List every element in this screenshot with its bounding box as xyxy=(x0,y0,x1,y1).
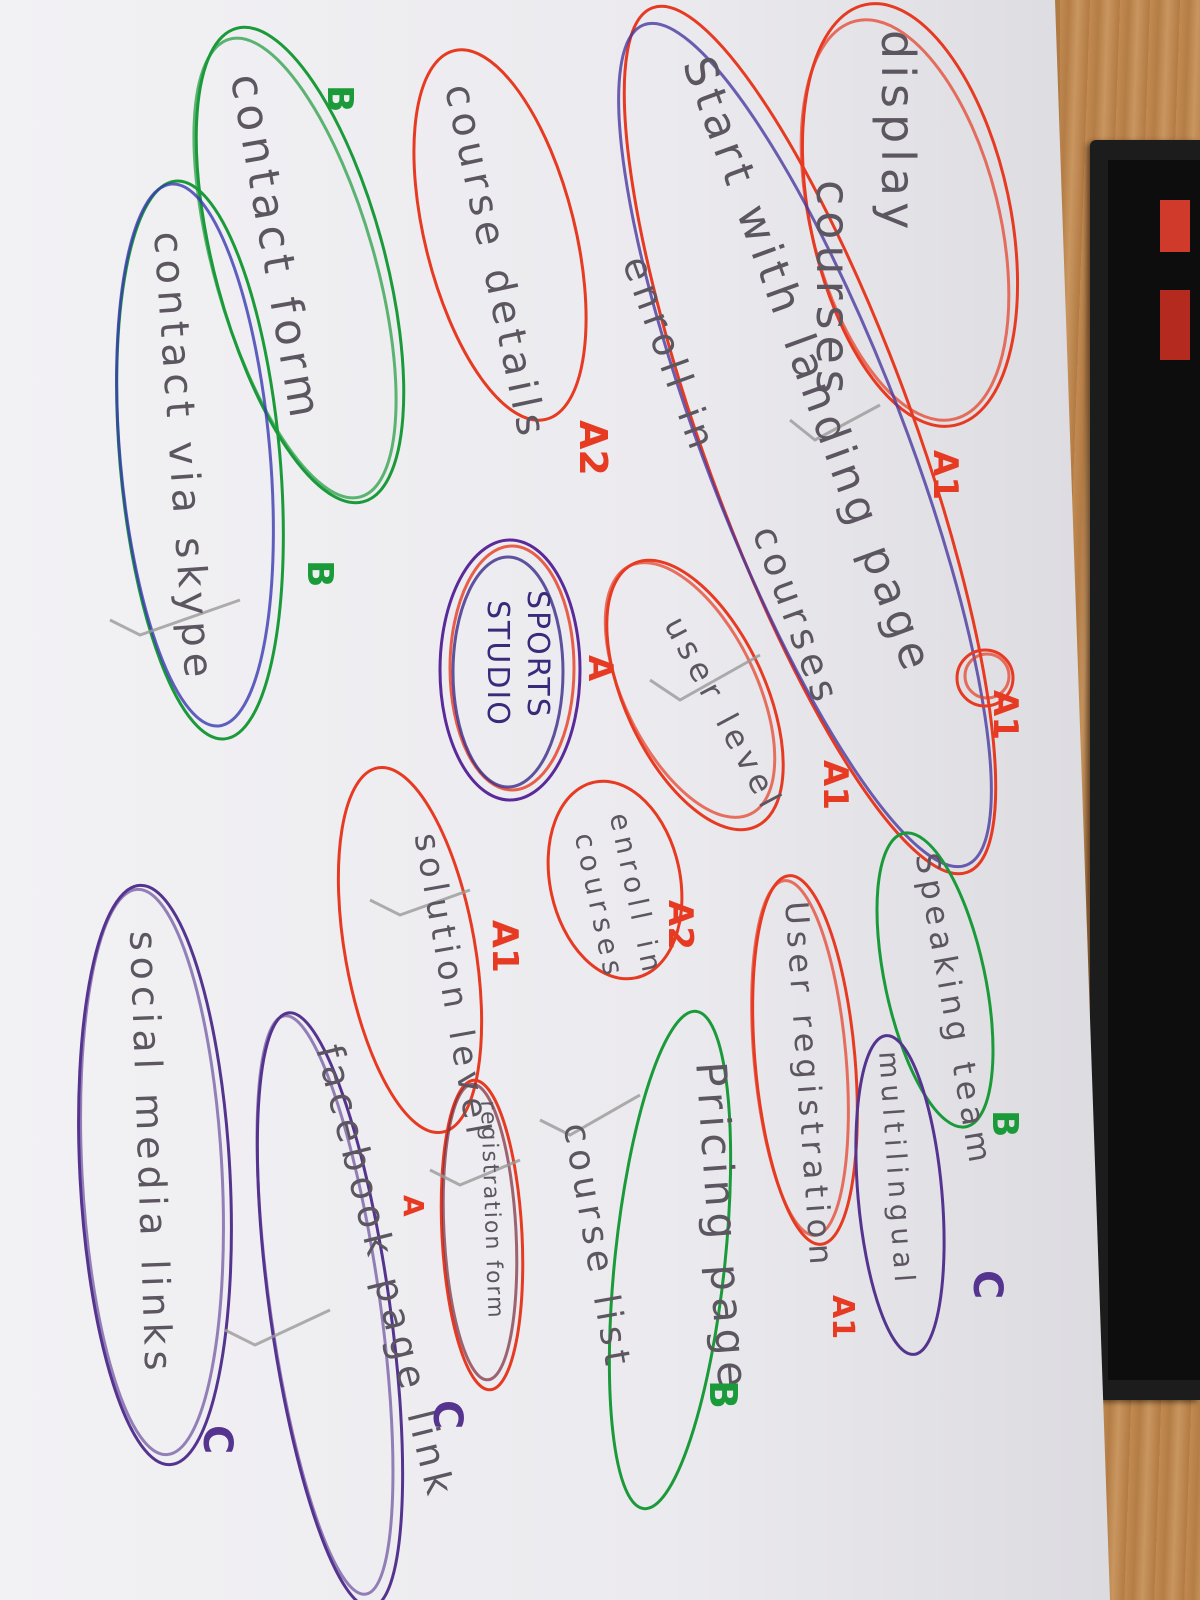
tag-a: A xyxy=(397,1195,430,1217)
tag-a1: A1 xyxy=(825,1295,860,1340)
checkmark xyxy=(224,1308,331,1347)
outline-speaking-team xyxy=(875,831,995,1129)
outline-start-landing xyxy=(622,4,998,876)
checkmark xyxy=(109,598,241,637)
outline-registration-form xyxy=(441,1082,519,1382)
outline-enroll-2 xyxy=(546,779,684,981)
outline-contact-form xyxy=(192,36,398,500)
outline-user-registration xyxy=(750,879,850,1237)
checkmark xyxy=(789,403,881,442)
outline-start-landing xyxy=(617,21,993,869)
outline-course-details xyxy=(412,48,588,422)
tag-c: C xyxy=(424,1400,470,1430)
outline-sports-studio xyxy=(451,555,565,789)
laptop xyxy=(1090,140,1200,1400)
outline-social-media xyxy=(79,887,225,1457)
tag-b: B xyxy=(984,1110,1025,1138)
outline-solution-level xyxy=(336,765,484,1135)
checkmark xyxy=(539,1093,641,1137)
tag-b: B xyxy=(701,1380,745,1409)
outline-registration-form xyxy=(439,1078,525,1392)
note-sports: SPORTS xyxy=(520,590,555,719)
tag-a2: A2 xyxy=(571,420,615,476)
tag-a1: A1 xyxy=(925,450,965,500)
outline-pricing-page xyxy=(607,1009,733,1511)
tag-b: B xyxy=(319,85,360,113)
tag-c: C xyxy=(964,1270,1010,1300)
outline-sports-studio xyxy=(438,538,582,802)
tag-a: A xyxy=(580,655,620,682)
flipchart-paper xyxy=(0,0,1110,1600)
checkmark xyxy=(429,1158,521,1187)
checkmark xyxy=(649,653,761,702)
outline-sports-studio xyxy=(448,544,576,792)
laptop-sticker xyxy=(1160,200,1190,252)
outline-multilingual xyxy=(854,1034,946,1356)
laptop-screen xyxy=(1108,160,1200,1380)
tag-a2: A2 xyxy=(660,900,700,950)
outline-social-media xyxy=(77,883,233,1467)
checkmark xyxy=(369,888,471,917)
outline-contact-skype xyxy=(115,182,275,728)
tag-a1: A1 xyxy=(815,760,855,810)
outline-facebook xyxy=(255,1014,395,1596)
tag-c: C xyxy=(194,1425,240,1455)
outline-display-courses xyxy=(799,18,1011,422)
tag-b: B xyxy=(299,560,340,588)
laptop-sticker xyxy=(1160,290,1190,360)
note-display: display xyxy=(871,30,925,236)
tag-a1: A1 xyxy=(484,920,525,973)
outline-a1-circle xyxy=(963,652,1011,700)
outline-a1-circle xyxy=(955,648,1015,708)
tag-a1: A1 xyxy=(985,690,1025,740)
note-studio: STUDIO xyxy=(480,600,515,727)
